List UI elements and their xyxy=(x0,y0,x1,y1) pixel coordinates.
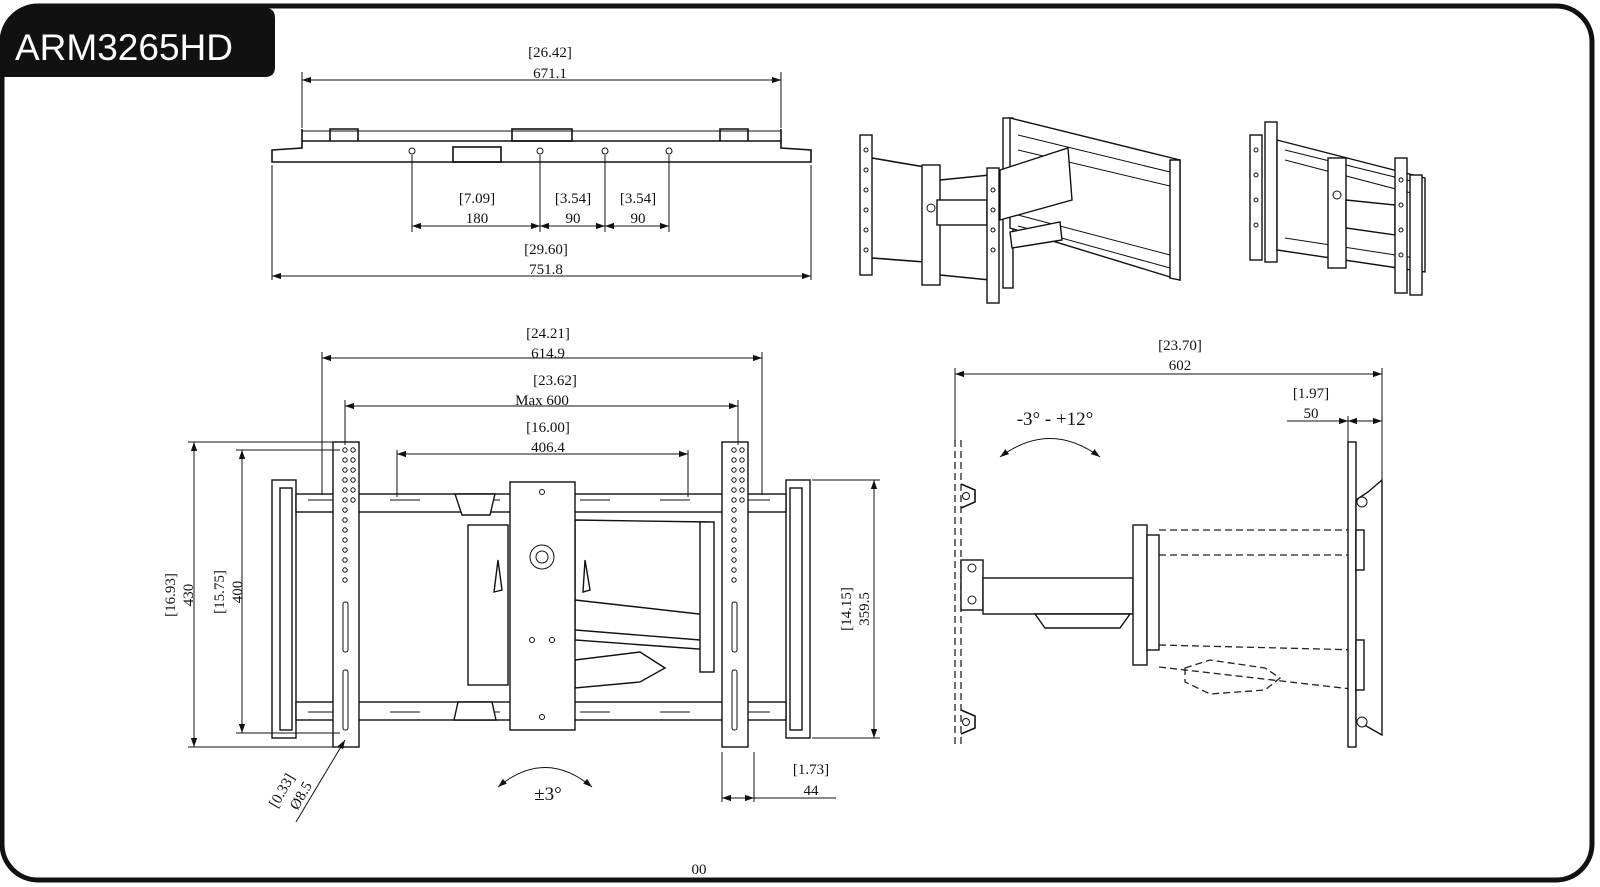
side-view xyxy=(954,368,1383,748)
side-profile-mm: 50 xyxy=(1304,406,1319,422)
top-view xyxy=(271,72,812,280)
drawing-frame xyxy=(0,3,1595,883)
side-profile-in: [1.97] xyxy=(1293,386,1329,402)
page-number: 00 xyxy=(692,862,707,878)
front-max-mm: Max 600 xyxy=(515,393,569,409)
top-d3-mm: 90 xyxy=(631,211,646,227)
top-total-in: [29.60] xyxy=(524,242,568,258)
front-inner-mm: 406.4 xyxy=(531,440,565,456)
front-h-right-mm: 359.5 xyxy=(857,592,873,626)
top-width-in: [26.42] xyxy=(528,45,572,61)
title-tab xyxy=(2,8,275,77)
front-width-mm: 614.9 xyxy=(531,346,565,362)
front-h-outer-mm: 430 xyxy=(181,584,197,607)
front-width-in: [24.21] xyxy=(526,326,570,342)
front-h-right-in: [14.15] xyxy=(839,587,855,631)
side-extension-in: [23.70] xyxy=(1158,338,1202,354)
front-h-inner-in: [15.75] xyxy=(212,570,228,614)
top-width-mm: 671.1 xyxy=(533,66,567,82)
front-inner-in: [16.00] xyxy=(526,420,570,436)
model-title: ARM3265HD xyxy=(15,27,233,68)
front-view xyxy=(188,352,880,823)
top-total-mm: 751.8 xyxy=(529,262,563,278)
side-tilt: -3° - +12° xyxy=(1017,409,1094,430)
isometric-view-folded xyxy=(1249,121,1426,296)
isometric-view-extended xyxy=(859,117,1181,304)
top-d3-in: [3.54] xyxy=(620,191,656,207)
top-d1-mm: 180 xyxy=(466,211,489,227)
front-bracket-mm: 44 xyxy=(804,783,820,799)
front-rotation: ±3° xyxy=(534,784,562,805)
front-max-in: [23.62] xyxy=(533,373,577,389)
front-h-inner-mm: 400 xyxy=(230,581,246,604)
front-h-outer-in: [16.93] xyxy=(163,573,179,617)
side-extension-mm: 602 xyxy=(1169,358,1192,374)
top-d1-in: [7.09] xyxy=(459,191,495,207)
top-d2-in: [3.54] xyxy=(555,191,591,207)
front-bracket-in: [1.73] xyxy=(793,762,829,778)
top-d2-mm: 90 xyxy=(566,211,581,227)
